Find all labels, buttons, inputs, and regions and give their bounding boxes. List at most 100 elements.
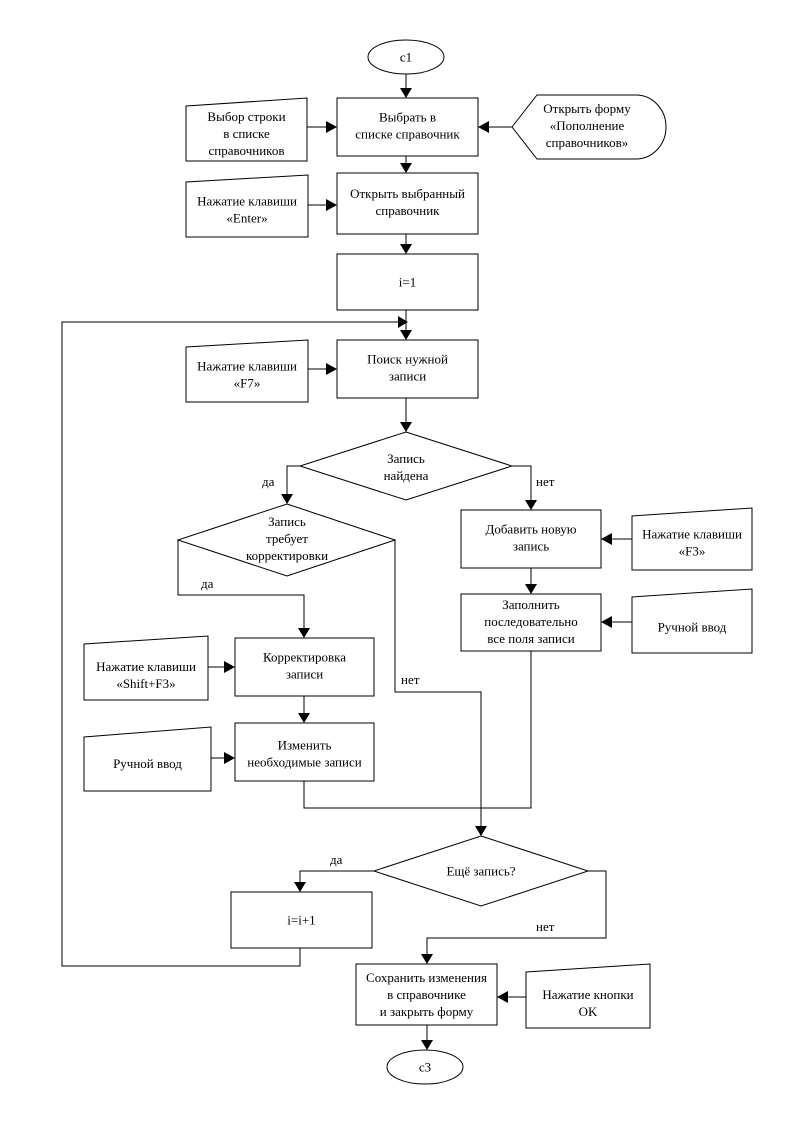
input-button-ok: Нажатие кнопки OK (525, 963, 651, 1029)
process-label: Заполнить (502, 597, 559, 612)
arrowhead (298, 628, 310, 638)
process-increment-counter: i=i+1 (230, 891, 373, 949)
input-select-row: Выбор строки в списке справочников (185, 97, 308, 162)
arrowhead (421, 954, 433, 964)
connector-fix-yes (177, 540, 305, 628)
process-label: справочник (376, 203, 441, 218)
arrowhead (298, 713, 310, 723)
process-label: Поиск нужной (367, 352, 448, 367)
decision-label: Запись (268, 514, 306, 529)
connector-loop-back (61, 321, 398, 967)
branch-label-yes: да (330, 852, 343, 867)
process-change-records: Изменить необходимые записи (234, 722, 375, 782)
input-label: Выбор строки (207, 109, 285, 124)
input-label: в списке (223, 126, 270, 141)
process-correct-record: Корректировка записи (234, 637, 375, 697)
decision-record-found: Запись найдена (298, 431, 514, 501)
decision-label: требует (266, 531, 308, 546)
decision-needs-correction: Запись требует корректировки (176, 503, 397, 577)
process-label: Изменить (278, 738, 332, 753)
decision-label: Ещё запись? (446, 864, 515, 879)
display-open-form: Открыть форму «Пополнение справочников» (511, 94, 667, 160)
branch-label-yes: да (262, 474, 275, 489)
input-label: Нажатие клавиши (197, 359, 297, 374)
arrowhead (400, 422, 412, 432)
process-label: Корректировка (263, 650, 346, 665)
process-label: Открыть выбранный (350, 186, 465, 201)
connector-fill-down (303, 651, 532, 809)
arrowheads (224, 88, 612, 1050)
process-label: в справочнике (387, 987, 466, 1002)
arrowhead (400, 330, 412, 340)
process-label: записи (286, 667, 323, 682)
input-label: «Enter» (226, 211, 267, 226)
process-label: i=i+1 (287, 913, 315, 928)
branch-labels: да нет да нет да нет (201, 474, 555, 934)
connectors (61, 74, 632, 1040)
branch-label-yes: да (201, 576, 214, 591)
arrowhead (400, 88, 412, 98)
process-label: последовательно (484, 614, 577, 629)
process-label: i=1 (399, 275, 416, 290)
start-label: c1 (400, 50, 412, 65)
arrowhead (326, 121, 337, 133)
process-label: записи (389, 369, 426, 384)
process-label: списке справочник (355, 127, 460, 142)
input-label: Ручной ввод (113, 756, 182, 771)
process-save-close: Сохранить изменения в справочнике и закр… (355, 963, 498, 1026)
arrowhead (398, 316, 408, 328)
decision-label: Запись (387, 451, 425, 466)
input-label: справочников (209, 143, 285, 158)
input-label: Нажатие клавиши (96, 659, 196, 674)
arrowhead (326, 363, 337, 375)
process-label: запись (513, 539, 549, 554)
process-init-counter: i=1 (336, 253, 479, 311)
arrowhead (281, 494, 293, 504)
input-label: Нажатие клавиши (642, 527, 742, 542)
process-open-reference: Открыть выбранный справочник (336, 172, 479, 235)
process-fill-fields: Заполнить последовательно все поля запис… (460, 593, 602, 652)
process-label: и закрыть форму (380, 1004, 474, 1019)
start-terminator: c1 (367, 39, 445, 75)
input-manual-entry-left: Ручной ввод (83, 726, 212, 792)
arrowhead (475, 826, 487, 836)
process-label: все поля записи (487, 631, 574, 646)
process-label: Выбрать в (379, 110, 436, 125)
process-label: необходимые записи (247, 755, 361, 770)
input-label: Нажатие клавиши (197, 194, 297, 209)
arrowhead (525, 584, 537, 594)
input-key-f3: Нажатие клавиши «F3» (631, 507, 753, 571)
input-label: OK (579, 1004, 598, 1019)
process-select-reference: Выбрать в списке справочник (336, 97, 479, 157)
arrowhead (400, 244, 412, 254)
process-add-record: Добавить новую запись (460, 509, 602, 569)
input-label: «Shift+F3» (116, 676, 175, 691)
arrowhead (601, 616, 612, 628)
input-manual-entry-right: Ручной ввод (631, 588, 753, 654)
arrowhead (224, 752, 235, 764)
connector-more-no (426, 870, 607, 954)
arrowhead (478, 121, 489, 133)
branch-label-no: нет (536, 474, 555, 489)
arrowhead (224, 661, 235, 673)
process-label: Сохранить изменения (366, 970, 487, 985)
branch-label-no: нет (401, 672, 420, 687)
process-label: Добавить новую (485, 522, 576, 537)
end-label: c3 (419, 1060, 431, 1075)
decision-more-records: Ещё запись? (372, 835, 590, 907)
connector-more-yes (299, 870, 374, 882)
input-label: Нажатие кнопки (542, 987, 633, 1002)
input-key-f7: Нажатие клавиши «F7» (185, 339, 309, 403)
display-label: справочников» (546, 135, 628, 150)
connector-found-yes (286, 465, 300, 494)
connector-fix-no (394, 540, 482, 826)
connector-found-no (512, 465, 532, 500)
display-label: Открыть форму (543, 101, 631, 116)
arrowhead (525, 500, 537, 510)
input-label: «F3» (679, 544, 706, 559)
arrowhead (497, 991, 508, 1003)
input-key-shift-f3: Нажатие клавиши «Shift+F3» (83, 635, 209, 701)
arrowhead (421, 1040, 433, 1050)
